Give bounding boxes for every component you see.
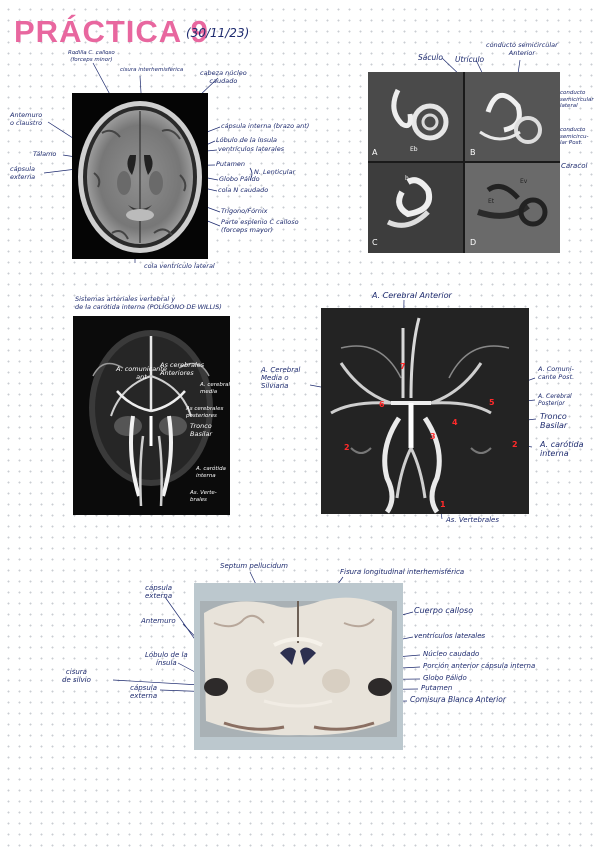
brain-label-nucleo-caudado: Núcleo caudado [423, 650, 480, 658]
brain-coronal-image [194, 583, 403, 750]
angio2-number-6: 6 [379, 400, 385, 409]
angio1-label-vertebrales: As. Verte- brales [190, 490, 217, 503]
brain-label-ventriculos: ventrículos laterales [414, 632, 486, 640]
mri-label-capsula-externa: cápsula externa [10, 165, 36, 181]
mri-label-globo-palido: Globo Pálido [219, 175, 260, 183]
angio2-number-7: 7 [400, 362, 406, 371]
angio2-label-cerebral-ant: A. Cerebral Anterior [372, 291, 452, 300]
angio1-label-cerebrales-ant: As cerebrales Anteriores [160, 361, 205, 377]
page-title: PRÁCTICA 9 [14, 14, 209, 49]
brain-label-septum: Septum pellucidum [220, 562, 288, 570]
mri-label-antemuro: Antemuro o claustro [10, 111, 43, 127]
mri-label-n-lenticular: N. Lenticular [254, 168, 296, 176]
mri-label-esplenio: Parte esplenio C calloso (forceps mayor) [221, 218, 299, 234]
angio1-label-comunicante-ant: A. comunicante ant [116, 365, 167, 381]
mri-label-cola-ventriculo: cola ventrículo lateral [144, 262, 215, 270]
angio2-label-vertebrales: As. Vertebrales [446, 516, 500, 524]
ear-inner-h: h [405, 175, 409, 182]
brain-label-fisura: Fisura longitudinal interhemisférica [340, 568, 465, 576]
angio1-label-tronco: Tronco Basilar [190, 422, 213, 438]
angio2-label-tronco: Tronco Basilar [540, 412, 568, 430]
angio2-label-carotida: A. carótida interna [540, 440, 584, 458]
angio2-number-5: 5 [489, 398, 495, 407]
brain-label-capsula-externa-1: cápsula externa [145, 584, 173, 600]
mri-label-cola-caudado: cola N caudado [218, 186, 269, 194]
mri-label-talamo: Tálamo [33, 150, 57, 158]
mri-label-rodilla: Rodilla C. calloso (forceps minor) [68, 50, 115, 63]
brain-label-lobulo-insula: Lóbulo de la ínsula [145, 651, 188, 667]
angio2-number-1: 1 [440, 500, 446, 509]
angio1-label-cerebral-media: A. cerebral media [200, 382, 231, 395]
ear-label-conducto-anterior: conducto semicircular Anterior [486, 41, 558, 57]
ear-sublabel-c: C [372, 238, 378, 247]
brain-label-putamen: Putamen [421, 684, 453, 692]
angio2-number-4: 4 [452, 418, 458, 427]
ear-label-saculo: Sáculo [418, 53, 443, 62]
brain-label-cuerpo-calloso: Cuerpo calloso [414, 606, 474, 615]
mri-label-trigono: Trígono/Fórnix [221, 207, 268, 215]
mri-axial-image [72, 93, 208, 259]
brain-label-porcion-anterior: Porción anterior cápsula interna [423, 662, 536, 670]
angio2-label-cerebral-media: A. Cerebral Media o Silviana [261, 366, 301, 390]
ear-sublabel-a: A [372, 148, 378, 157]
mri-label-ventriculos: ventrículos laterales [218, 145, 285, 153]
angio2-number-2-right: 2 [512, 440, 518, 449]
brain-label-globo-palido: Globo Pálido [423, 674, 467, 682]
angio1-image [73, 316, 230, 515]
brain-label-comisura: Comisura Blanca Anterior [410, 695, 506, 704]
angio2-label-cerebral-post: A. Cerebral Posterior [538, 393, 572, 407]
angio2-label-comunicante-post: A. Comuni- cante Post. [538, 365, 575, 381]
ear-label-utriculo: Utrículo [455, 55, 485, 64]
angio1-label-carotida: A. carótida interna [196, 466, 226, 479]
mri-label-lobulo-insula: Lóbulo de la ínsula [216, 136, 277, 144]
angio1-caption: Sistemas arteriales vertebral y de la ca… [75, 295, 222, 311]
brain-label-cisura-silvio: cisura de silvio [62, 668, 91, 684]
mri-label-putamen: Putamen [216, 160, 246, 168]
ear-sublabel-b: B [470, 148, 476, 157]
angio2-number-3: 3 [430, 432, 436, 441]
angio1-label-cerebrales-post: As cerebrales posteriores [186, 406, 224, 419]
mri-label-capsula-interna: cápsula interna (brazo ant) [221, 122, 310, 130]
ear-inner-et: Et [488, 198, 495, 205]
ear-inner-eb: Eb [410, 146, 418, 153]
mri-label-cabeza-caudado: cabeza núcleo caudado [200, 69, 247, 85]
brain-label-antemuro: Antemuro [141, 617, 176, 625]
angio2-image [321, 308, 529, 514]
ear-inner-ev: Ev [520, 178, 528, 185]
ear-label-conducto-posterior: conducto semicircu- lar Post. [560, 127, 589, 146]
angio2-number-2-left: 2 [344, 443, 350, 452]
ear-image-grid [368, 72, 560, 253]
brain-label-capsula-externa-2: cápsula externa [130, 684, 158, 700]
mri-label-cisura: cisura interhemisférica [120, 67, 184, 73]
ear-sublabel-d: D [470, 238, 477, 247]
ear-label-caracol: Caracol [561, 162, 588, 170]
ear-label-conducto-lateral: conducto semicircular lateral [560, 90, 594, 109]
page-date: (30/11/23) [186, 26, 250, 40]
